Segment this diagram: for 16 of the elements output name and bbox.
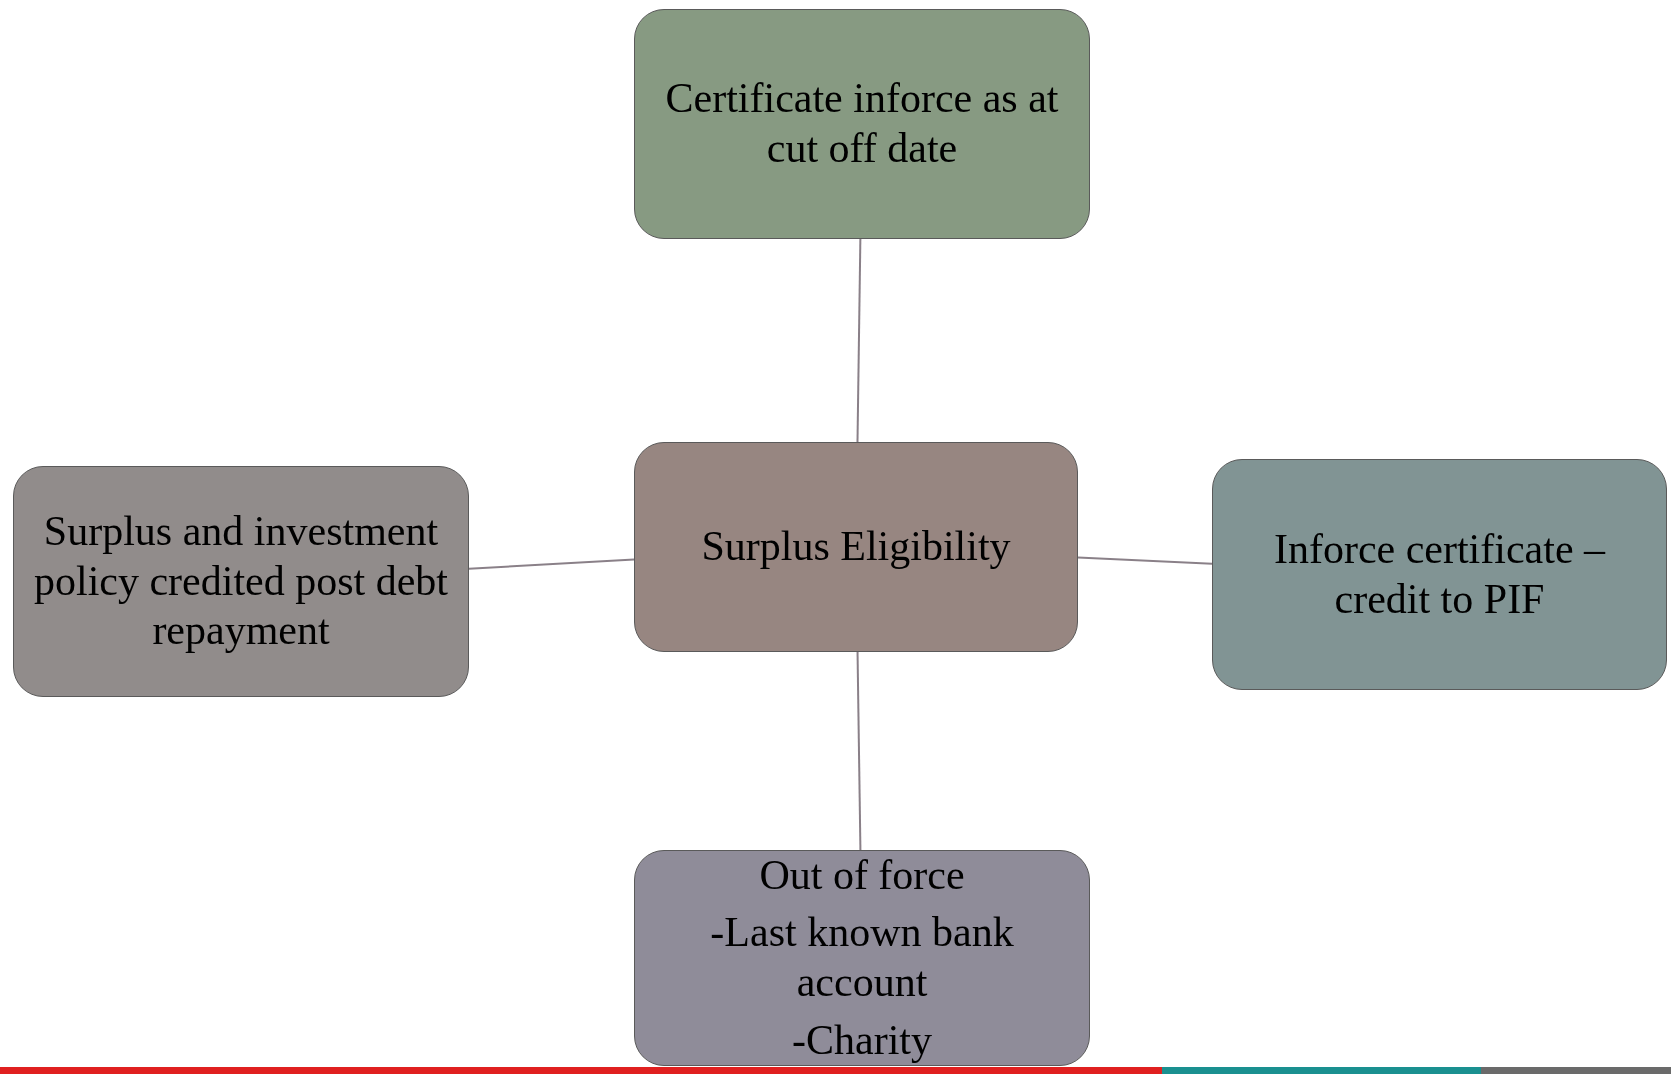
node-text: -Charity bbox=[792, 1015, 932, 1065]
node-text: -Last known bank account bbox=[709, 908, 1015, 1007]
connector-line bbox=[468, 558, 635, 570]
connector-line bbox=[856, 238, 862, 443]
node-text: Inforce certificate – credit to PIF bbox=[1272, 524, 1607, 624]
connector-line bbox=[1077, 556, 1213, 565]
node-text: Surplus and investment policy credited post debt repayment bbox=[32, 507, 450, 656]
node-text: Certificate inforce as at cut off date bbox=[664, 74, 1060, 173]
rounded-box bbox=[1212, 459, 1667, 690]
node-text: Surplus Eligibility bbox=[701, 522, 1011, 572]
rounded-box bbox=[13, 466, 469, 697]
rounded-box bbox=[634, 442, 1078, 652]
rounded-box bbox=[634, 850, 1090, 1066]
rounded-box bbox=[634, 9, 1090, 239]
node-text: Out of force bbox=[759, 850, 965, 900]
connector-line bbox=[856, 651, 862, 851]
